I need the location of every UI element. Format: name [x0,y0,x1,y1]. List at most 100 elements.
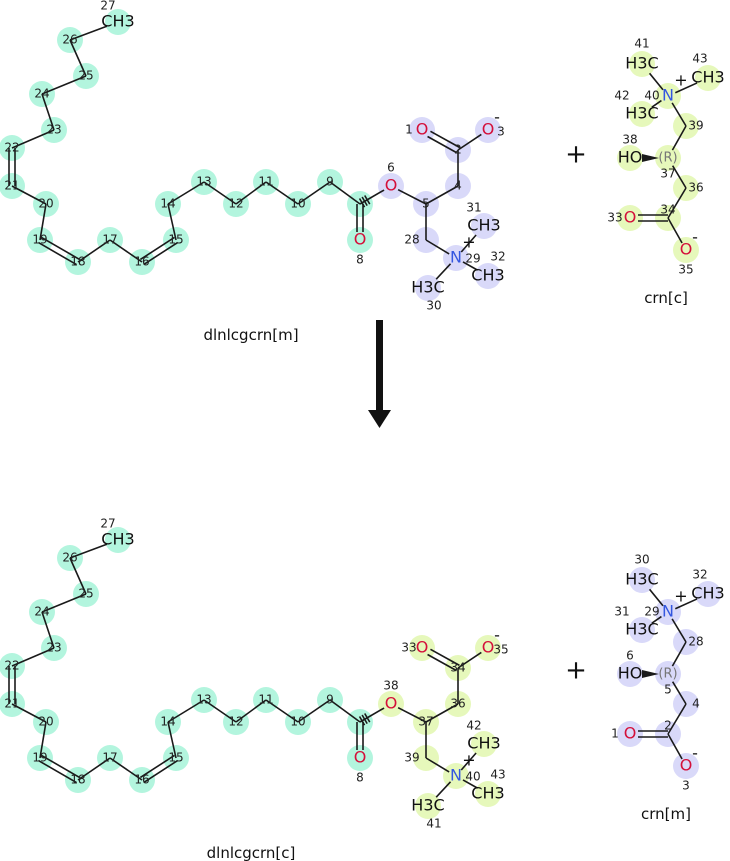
atom-highlight [655,599,681,625]
atom-highlight [347,227,373,253]
atom-highlight [617,145,643,171]
molecule-dlnlcgcrn-m: CH32726252423222120191817161514131211109… [4,0,505,344]
atom-number: 33 [401,641,416,655]
atom-label: H3C [625,104,658,123]
down-arrow-icon [368,320,391,428]
double-bond [38,759,77,784]
single-bond [667,733,683,760]
atom-number: 29 [644,605,659,619]
atom-number: 43 [692,52,707,66]
single-bond [460,752,477,771]
single-bond [41,75,87,95]
single-bond [203,699,237,723]
atom-label: (R) [658,151,677,166]
atom-highlight [629,617,655,643]
atom-number: 38 [383,679,398,693]
atom-highlight [475,781,501,807]
stereo-hash [364,195,371,205]
atom-number: 25 [78,69,93,83]
atom-highlight [105,9,131,35]
single-bond [462,779,478,789]
single-bond [11,129,55,149]
single-bond [167,181,205,205]
single-bond [667,703,687,735]
atom-number: 38 [622,133,637,147]
single-bond [651,615,662,624]
atom-number: 3 [497,125,505,139]
single-bond [667,187,687,219]
atom-number: 36 [688,181,703,195]
atom-highlight [617,205,643,231]
single-bond [671,102,687,127]
atom-label: O [680,240,693,259]
atom-label: H3C [625,620,658,639]
atom-label: CH3 [101,12,134,31]
single-bond [651,99,662,108]
charge-sign: + [462,233,475,252]
atom-highlight [378,173,404,199]
atom-label: O [416,638,429,657]
atom-number: 19 [32,751,47,765]
single-bond [671,641,687,667]
atom-number: 23 [46,123,61,137]
atom-label: O [482,120,495,139]
atom-number: 36 [450,697,465,711]
atom-number: 12 [228,715,243,729]
atom-highlight [629,101,655,127]
atom-number: 17 [102,233,117,247]
atom-label: H3C [625,54,658,73]
atom-label: O [385,694,398,713]
atom-number: 8 [356,771,364,785]
atom-number: 23 [46,641,61,655]
atom-highlight [695,581,721,607]
molecule-crn-c: H3C41CH343N40+H3C4239(R)37HO383634O33O35… [607,37,724,308]
single-bond [235,699,267,723]
atom-number: 27 [100,0,115,13]
atom-number: 43 [490,768,505,782]
atom-label: CH3 [691,68,724,87]
single-bond [77,239,111,263]
atom-number: 42 [466,719,481,733]
single-bond [674,82,698,94]
atom-number: 20 [38,197,53,211]
single-bond [648,72,664,91]
single-bond [109,239,143,263]
atom-highlight [475,263,501,289]
atom-label: CH3 [471,784,504,803]
atom-number: 14 [160,197,175,211]
charge-sign: + [462,751,475,770]
single-bond [425,703,459,723]
atom-number: 31 [466,201,481,215]
wedge-bond [642,154,659,162]
atom-number: 39 [404,751,419,765]
atom-highlight [673,753,699,779]
atom-highlight [629,567,655,593]
atom-number: 28 [404,233,419,247]
atom-label: H3C [411,278,444,297]
charge-sign: + [674,587,687,606]
atom-number: 5 [422,197,430,211]
single-bond [671,618,687,643]
atom-number: 21 [4,179,19,193]
double-bond [430,130,460,149]
single-bond [435,263,452,280]
single-bond [425,185,459,205]
molecule-name: crn[c] [644,289,688,307]
atom-number: 37 [660,167,675,181]
atom-number: 35 [493,643,508,657]
single-bond [69,39,87,77]
single-bond [397,706,427,723]
single-bond [69,543,108,559]
atom-number: 11 [258,175,273,189]
atom-label: CH3 [471,266,504,285]
single-bond [265,699,299,723]
atom-number: 9 [326,693,334,707]
atom-highlight [378,691,404,717]
single-bond [109,757,143,781]
single-bond [69,557,87,595]
atom-highlight [415,793,441,819]
atom-label: N [662,86,674,105]
atom-highlight [105,527,131,553]
atom-number: 16 [134,773,149,787]
